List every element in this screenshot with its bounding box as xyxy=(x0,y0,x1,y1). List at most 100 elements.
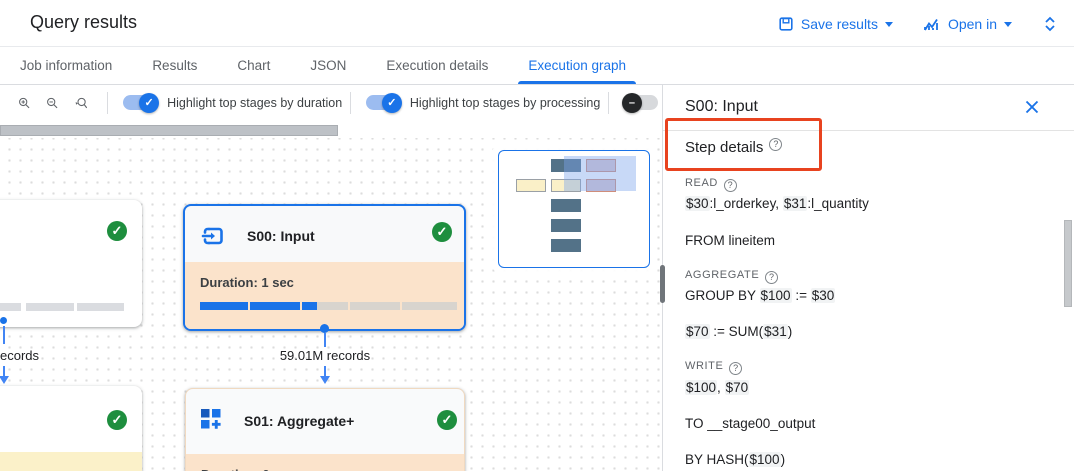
toggle-check-icon: ✓ xyxy=(139,92,160,113)
tab-job-information[interactable]: Job information xyxy=(20,58,113,73)
progress-segment xyxy=(402,302,457,310)
graph-canvas[interactable]: ecords S00: Input Duration: 1 sec 59.01 xyxy=(0,120,662,471)
stage-duration-section: Duration: 1 sec xyxy=(185,262,464,329)
progress-segment xyxy=(302,302,348,310)
header-actions: Save results Open in xyxy=(778,0,1058,47)
zoom-reset-icon[interactable] xyxy=(75,94,88,112)
tab-execution-graph[interactable]: Execution graph xyxy=(518,48,636,84)
help-icon[interactable] xyxy=(723,179,737,192)
stage-card-left-bottom[interactable] xyxy=(0,386,142,471)
minimap-stage-box xyxy=(586,159,616,172)
minimap-stage-box xyxy=(551,159,581,172)
step-code-line: GROUP BY $100 := $30 xyxy=(685,288,836,303)
variable-token: $70 xyxy=(685,324,710,339)
help-icon[interactable] xyxy=(729,362,743,375)
open-in-caret-icon xyxy=(1004,22,1012,27)
save-results-caret-icon xyxy=(884,22,893,27)
open-in-chart-icon xyxy=(924,18,938,30)
help-icon[interactable] xyxy=(765,271,779,284)
highlight-duration-label: Highlight top stages by duration xyxy=(167,95,343,110)
minimap-stage-box xyxy=(551,179,581,192)
stage-details-panel: S00: Input Step details READ$30:l_orderk… xyxy=(663,85,1074,471)
progress-segment xyxy=(77,303,124,311)
stage-complete-icon xyxy=(432,222,452,242)
stage-card-s00-input[interactable]: S00: Input Duration: 1 sec xyxy=(183,204,466,331)
tab-chart[interactable]: Chart xyxy=(237,58,271,73)
variable-token: $70 xyxy=(724,380,750,395)
code-text: WRITE xyxy=(685,360,724,372)
step-code-line: TO __stage00_output xyxy=(685,416,815,431)
aggregate-stage-icon xyxy=(201,409,221,429)
graph-toolbar: ✓ Highlight top stages by duration ✓ Hig… xyxy=(0,85,662,120)
save-results-label: Save results xyxy=(800,15,878,32)
code-text: BY HASH( xyxy=(685,452,749,467)
zoom-out-icon[interactable] xyxy=(46,94,58,112)
progress-segment xyxy=(250,302,300,310)
results-tabbar: Job information Results Chart JSON Execu… xyxy=(0,48,1074,85)
tab-results[interactable]: Results xyxy=(152,58,198,73)
highlight-duration-toggle[interactable]: ✓ xyxy=(123,92,160,113)
stage-complete-icon xyxy=(107,221,127,241)
code-text: :l_orderkey, xyxy=(709,196,783,211)
variable-token: $100 xyxy=(759,288,792,303)
variable-token: $31 xyxy=(763,324,788,339)
step-code-line: $70 := SUM($31) xyxy=(685,324,792,339)
edge-arrowhead-icon xyxy=(0,376,9,384)
edge-dot xyxy=(320,324,329,333)
variable-token: $100 xyxy=(685,380,718,395)
code-text: GROUP BY xyxy=(685,288,760,303)
query-results-header: Query results Save results Open in xyxy=(0,0,1074,47)
panel-side-scrollbar[interactable] xyxy=(660,265,665,303)
edge-records-label: 59.01M records xyxy=(279,348,371,363)
minimap-stage-box xyxy=(516,179,546,192)
edge-dot xyxy=(0,317,7,324)
code-text: ) xyxy=(780,452,786,467)
highlight-processing-toggle[interactable]: ✓ xyxy=(365,92,402,113)
step-code-line: FROM lineitem xyxy=(685,233,775,248)
step-details-heading: Step details xyxy=(685,138,783,156)
canvas-horizontal-scrollbar[interactable] xyxy=(0,125,338,136)
code-text: TO __stage00_output xyxy=(685,416,816,431)
code-text: ) xyxy=(787,324,793,339)
toggle-check-icon: ✓ xyxy=(381,92,402,113)
highlight-processing-label: Highlight top stages by processing xyxy=(409,95,601,110)
stage-title: S01: Aggregate+ xyxy=(244,413,355,429)
stage-card-left-top[interactable] xyxy=(0,200,142,327)
progress-segment xyxy=(200,302,248,310)
minimap-stage-box xyxy=(586,179,616,192)
edge-records-label: ecords xyxy=(0,348,40,363)
help-icon[interactable] xyxy=(769,138,783,151)
open-in-label: Open in xyxy=(947,15,997,32)
expand-collapse-icon[interactable] xyxy=(1042,15,1058,33)
stage-card-s01-aggregate[interactable]: S01: Aggregate+ Duration: 0 sec xyxy=(185,388,465,471)
stage-title: S00: Input xyxy=(247,228,315,244)
stage-duration-label: Duration: 0 sec xyxy=(201,467,295,471)
variable-token: $100 xyxy=(748,452,781,467)
zoom-in-icon[interactable] xyxy=(18,94,30,112)
graph-minimap[interactable] xyxy=(498,150,650,268)
minimap-viewport[interactable] xyxy=(564,156,636,191)
save-results-button[interactable]: Save results xyxy=(778,16,893,32)
tab-json[interactable]: JSON xyxy=(310,58,347,73)
graph-mode-toggle[interactable]: – xyxy=(621,92,658,113)
close-icon[interactable] xyxy=(1024,99,1040,115)
minimap-stage-box xyxy=(551,199,581,212)
edge-line xyxy=(323,366,326,376)
code-text: AGGREGATE xyxy=(685,269,760,281)
step-code-line: $30:l_orderkey, $31:l_quantity xyxy=(685,196,869,211)
page-title: Query results xyxy=(30,12,138,32)
progress-segment xyxy=(350,302,400,310)
step-code-line: $100, $70 xyxy=(685,380,750,395)
panel-title: S00: Input xyxy=(685,98,758,115)
variable-token: $31 xyxy=(782,196,808,211)
toolbar-separator xyxy=(608,91,609,114)
variable-token: $30 xyxy=(685,196,710,211)
panel-vertical-scrollbar[interactable] xyxy=(1064,220,1072,307)
duration-progress-bar xyxy=(200,302,457,310)
tab-execution-details[interactable]: Execution details xyxy=(386,58,489,73)
code-text: := SUM( xyxy=(709,324,764,339)
step-details-label: Step details xyxy=(685,139,764,156)
edge-line xyxy=(2,326,5,344)
toggle-minus-icon: – xyxy=(621,92,642,113)
open-in-button[interactable]: Open in xyxy=(923,16,1012,32)
